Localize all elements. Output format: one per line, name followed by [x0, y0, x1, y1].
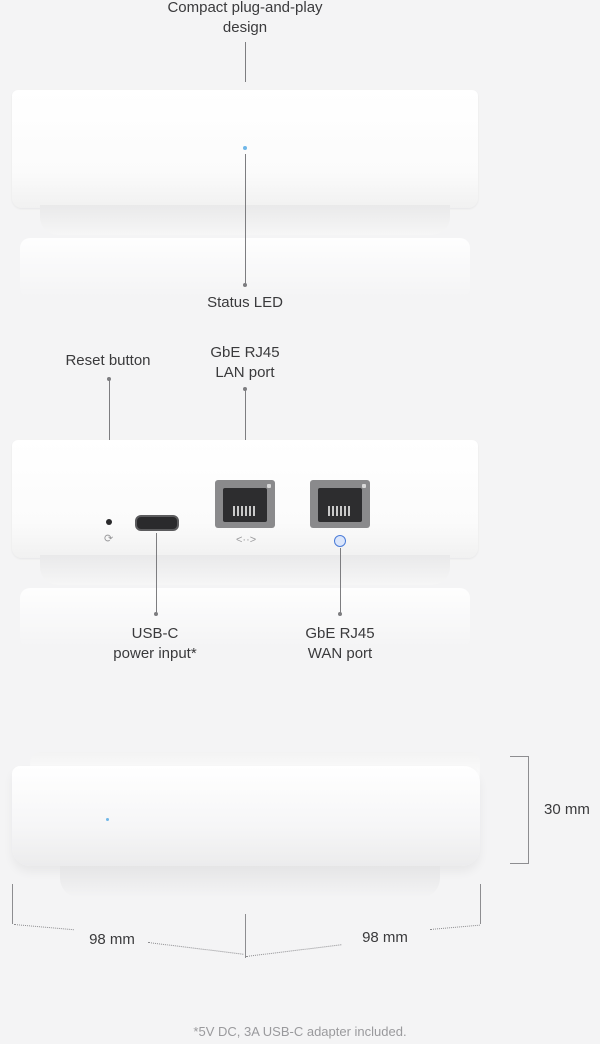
- height-bracket: [510, 756, 529, 864]
- label-lan-line1: GbE RJ45: [210, 344, 280, 361]
- dim-tick-center: [245, 914, 246, 958]
- callout-line-lan: [245, 389, 246, 469]
- label-width: 98 mm: [89, 931, 135, 948]
- lan-rj45-port: [215, 480, 275, 528]
- callout-dot-wan: [338, 612, 342, 616]
- label-usb-line1: USB-C: [131, 625, 179, 642]
- label-height: 30 mm: [544, 801, 590, 818]
- device-3d-front: [12, 766, 480, 866]
- callout-line-compact: [245, 42, 246, 82]
- globe-icon: [334, 535, 346, 547]
- label-wan-line1: GbE RJ45: [305, 625, 375, 642]
- label-wan-line2: WAN port: [307, 645, 373, 662]
- label-status-led: Status LED: [207, 294, 283, 311]
- status-led-icon: [243, 146, 247, 150]
- dim-tick-right: [480, 884, 481, 924]
- label-usb-line2: power input*: [113, 645, 197, 662]
- dim-dotted-left-b: [147, 942, 244, 955]
- device-3d-base: [60, 866, 440, 898]
- dim-dotted-left-a: [13, 924, 74, 931]
- label-compact-line2: design: [222, 19, 268, 36]
- label-wan-port: GbE RJ45 WAN port: [290, 624, 390, 664]
- dim-dotted-right-b: [429, 924, 480, 930]
- usb-c-port: [135, 515, 179, 531]
- label-compact-design: Compact plug-and-play design: [0, 0, 490, 38]
- device-rear-reflection: [20, 588, 470, 648]
- refresh-icon: ⟳: [104, 533, 114, 545]
- callout-dot-status: [243, 283, 247, 287]
- label-compact-line1: Compact plug-and-play: [167, 0, 323, 16]
- arrows-icon: <··>: [236, 534, 257, 546]
- status-led-3d-icon: [106, 818, 109, 821]
- label-usb-c: USB-C power input*: [95, 624, 215, 664]
- label-lan-port: GbE RJ45 LAN port: [195, 343, 295, 383]
- label-depth: 98 mm: [362, 929, 408, 946]
- callout-line-status-led: [245, 154, 246, 284]
- device-rear-base: [40, 555, 450, 585]
- callout-line-wan: [340, 548, 341, 613]
- dim-dotted-right-a: [245, 944, 342, 957]
- reset-button-hole: [106, 519, 112, 525]
- label-lan-line2: LAN port: [215, 364, 275, 381]
- callout-dot-usb: [154, 612, 158, 616]
- dim-tick-left: [12, 884, 13, 924]
- wan-rj45-port: [310, 480, 370, 528]
- footnote: *5V DC, 3A USB-C adapter included.: [193, 1024, 407, 1039]
- label-reset-button: Reset button: [65, 352, 151, 369]
- callout-line-usb: [156, 533, 157, 613]
